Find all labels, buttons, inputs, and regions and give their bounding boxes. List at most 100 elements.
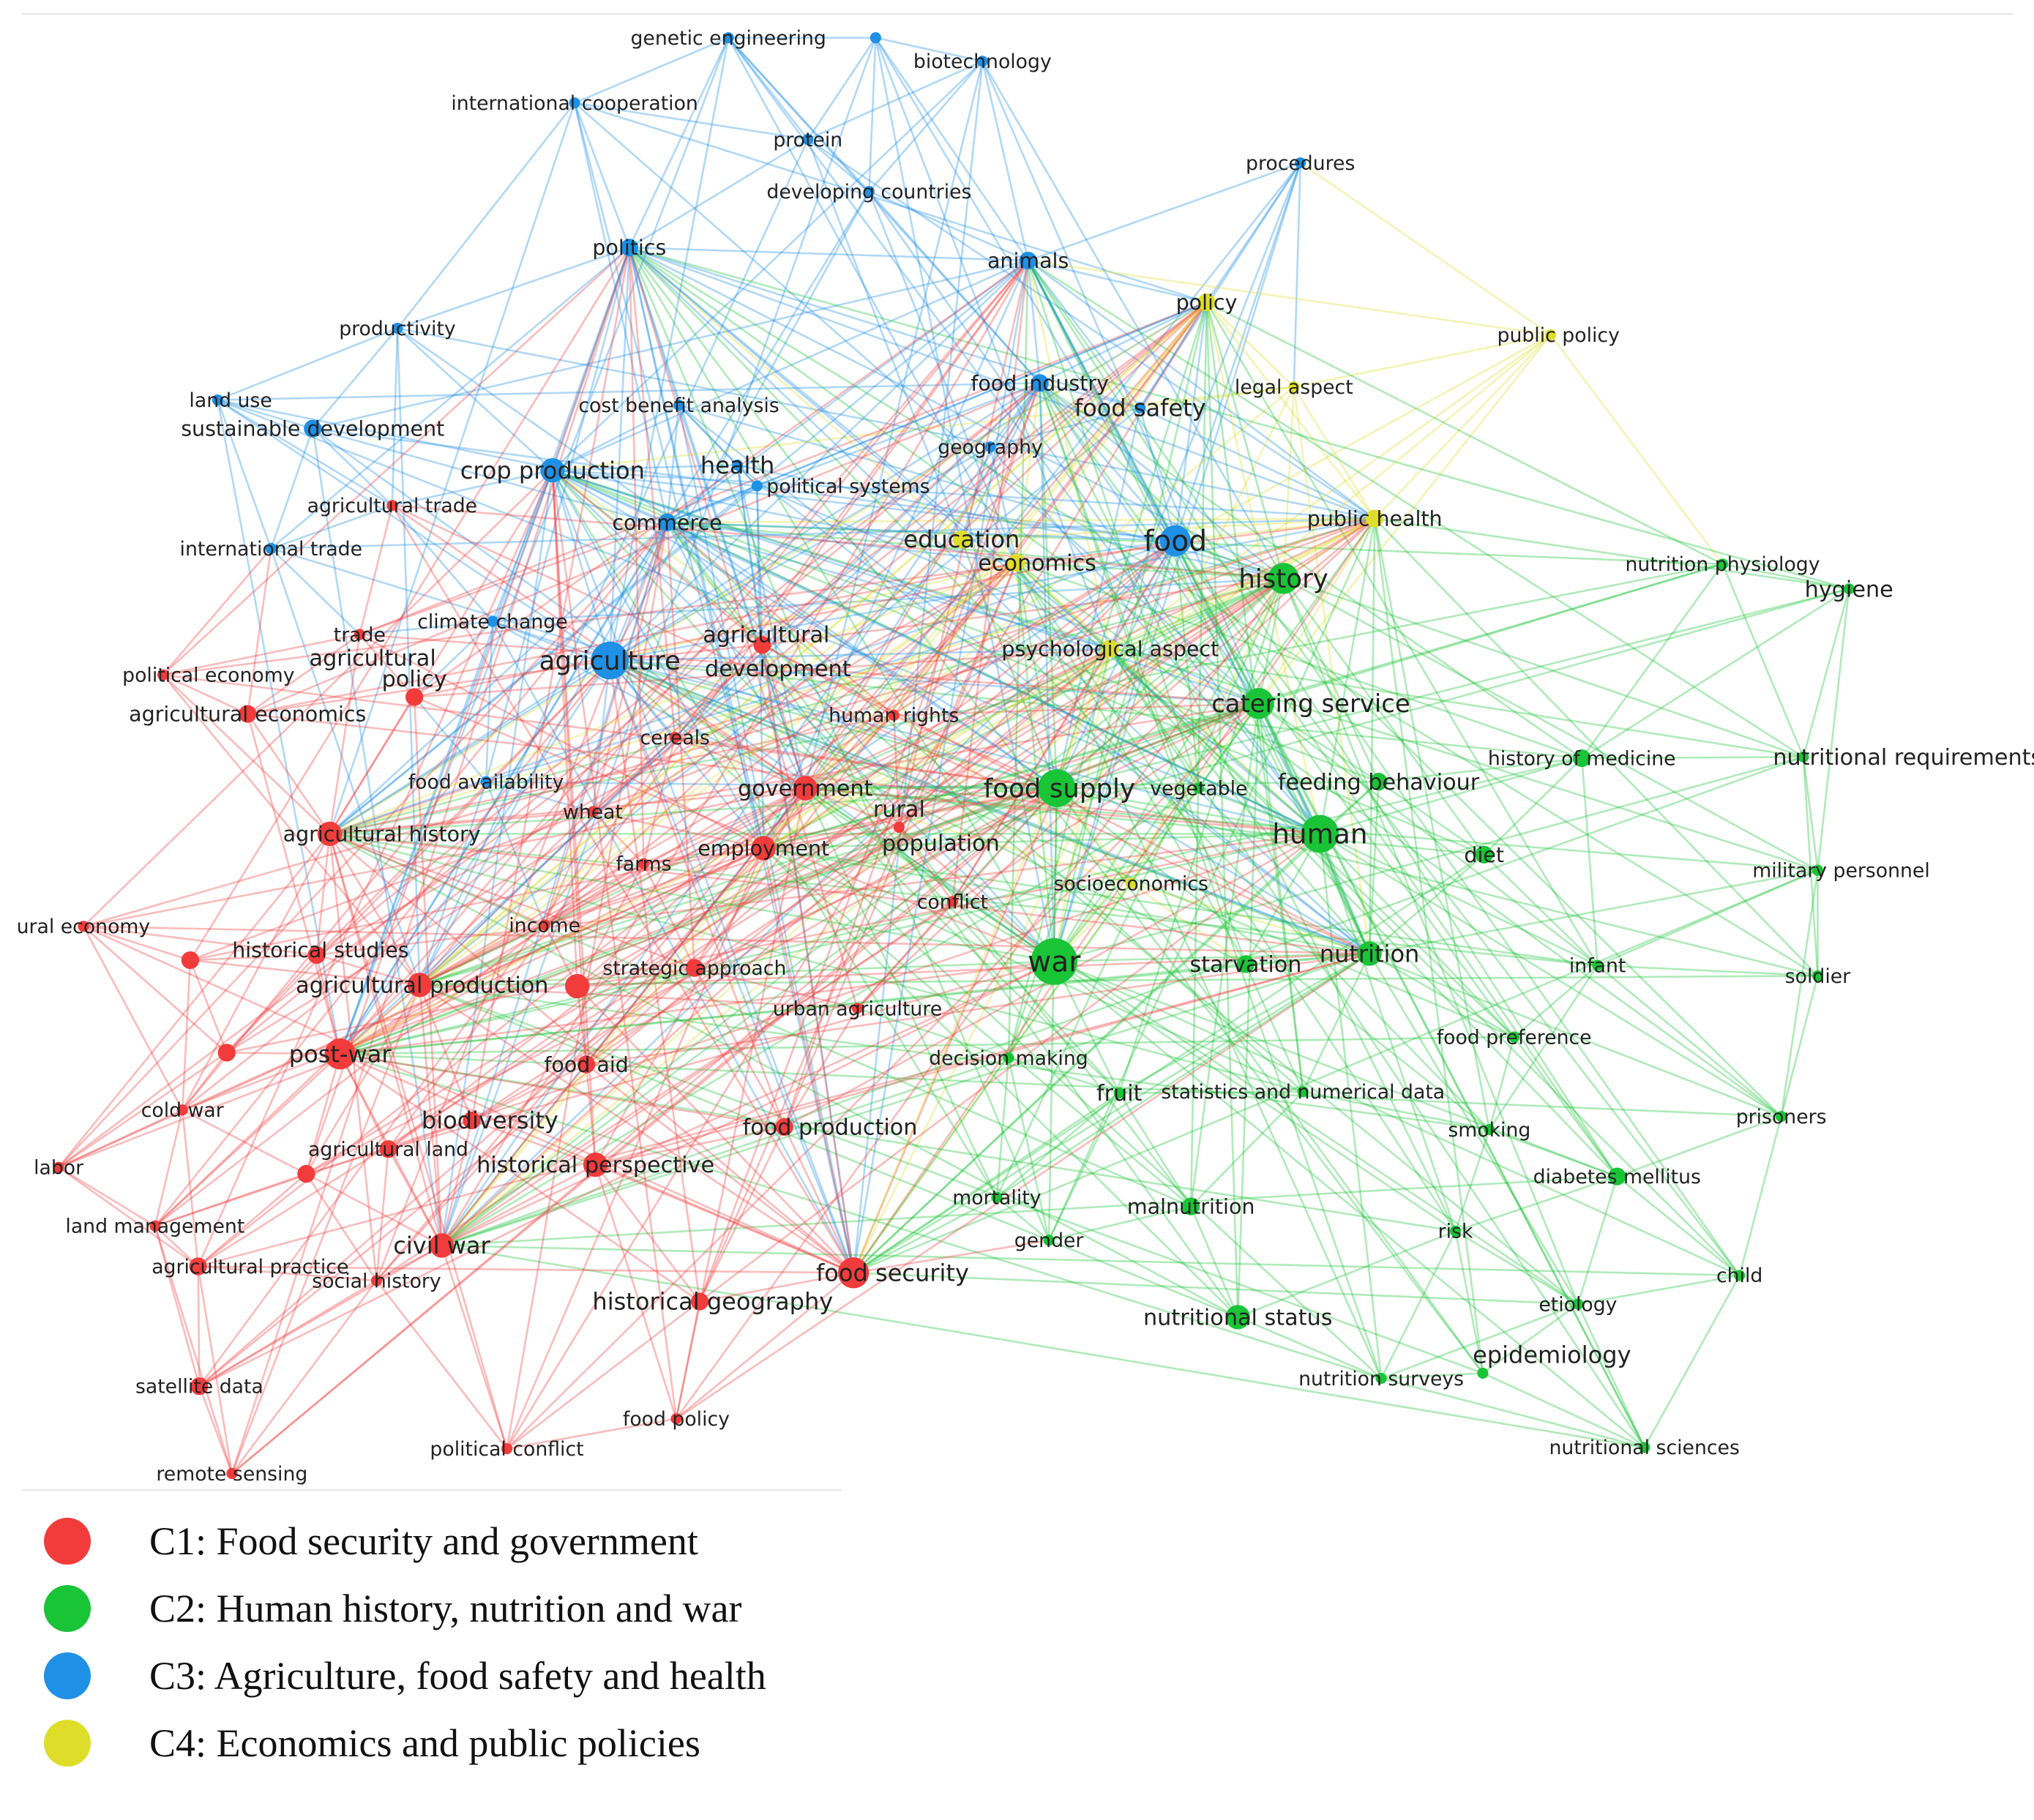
link-line [552, 469, 763, 646]
link-line [375, 703, 1260, 1282]
link-line [576, 787, 807, 987]
node-nutritional-requirements [1798, 751, 1809, 763]
link-line [392, 504, 1284, 580]
link-line [552, 469, 1370, 955]
link-line [609, 191, 870, 662]
link-line [419, 588, 1850, 986]
link-line [441, 648, 1111, 1246]
link-line [1380, 1303, 1579, 1379]
link-line [375, 1280, 508, 1450]
link-line [1319, 834, 1383, 1379]
node-label: agricultural land [308, 1139, 468, 1161]
link-line [552, 259, 1029, 471]
link-line [1373, 518, 1491, 1130]
node-label: genetic engineering [630, 27, 826, 50]
link-line [1802, 757, 1819, 871]
link-line [951, 260, 1029, 902]
link-line [305, 787, 1058, 1175]
link-line [1027, 260, 1260, 704]
link-line [492, 621, 806, 790]
node-label: strategic approach [602, 957, 786, 980]
link-line [805, 787, 1484, 856]
node-history [1268, 563, 1299, 594]
link-line [1056, 787, 1320, 835]
link-line [329, 659, 610, 835]
link-line [609, 659, 765, 849]
node-geography [984, 441, 996, 453]
link-line [990, 446, 1321, 835]
link-line [506, 703, 1260, 1450]
link-line [1721, 563, 1805, 757]
node-infant [1592, 959, 1604, 971]
legend-divider [22, 1489, 842, 1491]
link-line [853, 833, 1321, 1274]
link-line [83, 925, 228, 1054]
link-line [1039, 382, 1176, 542]
link-line [1174, 302, 1208, 541]
node-civil-war [429, 1233, 455, 1258]
node-procedures [1295, 157, 1306, 169]
link-line [783, 382, 1041, 1128]
link-line [329, 485, 758, 835]
link-line [699, 1272, 854, 1303]
link-line [693, 847, 765, 969]
link-line [1027, 259, 1804, 758]
node-label: nutrition [1320, 940, 1420, 967]
link-line [418, 984, 443, 1246]
link-line [1802, 588, 1850, 757]
link-line [387, 539, 1176, 1150]
link-line [1513, 1036, 1618, 1177]
link-line [311, 428, 443, 1246]
link-line [852, 61, 984, 1273]
link-line [1368, 782, 1380, 954]
link-line [875, 37, 983, 62]
link-line [305, 517, 1375, 1175]
link-line [552, 469, 1579, 1306]
link-line [83, 925, 191, 962]
node-label: agricultural practice [152, 1256, 348, 1278]
link-line [678, 404, 758, 487]
node-food [1159, 525, 1191, 556]
link-line [807, 60, 983, 141]
link-line [591, 522, 668, 812]
node-label: agricultural [310, 646, 436, 672]
link-line [1780, 975, 1819, 1117]
link-line [736, 465, 807, 789]
link-line [678, 404, 1370, 955]
link-line [961, 538, 1017, 564]
link-line [585, 1064, 597, 1165]
link-line [951, 540, 1176, 902]
link-line [592, 810, 764, 850]
node-political-economy [157, 669, 169, 681]
link-line [1109, 162, 1301, 650]
cluster-legend: C1: Food security and government C2: Hum… [29, 1508, 849, 1777]
link-line [419, 522, 668, 986]
link-line [1175, 539, 1284, 580]
node-label: food aid [544, 1052, 628, 1076]
link-line [1577, 1176, 1618, 1305]
link-line [329, 833, 854, 1274]
link-line [315, 659, 611, 956]
link-line [1205, 302, 1599, 966]
node-label: policy [382, 667, 447, 692]
node-history-of-medicine [1573, 749, 1591, 768]
link-line [441, 260, 1029, 1246]
link-line [628, 247, 680, 406]
link-line [1007, 261, 1029, 1058]
link-line [1052, 540, 1177, 962]
link-line [678, 404, 739, 466]
node-agricultural-production [407, 973, 432, 997]
node-remote-sensing [226, 1467, 238, 1480]
node-label: crop production [460, 457, 645, 484]
link-line [667, 517, 1375, 524]
link-line [1597, 869, 1818, 967]
link-line [1027, 260, 1141, 409]
link-line [982, 61, 1029, 261]
node-label: feeding behaviour [1278, 770, 1480, 795]
link-line [329, 833, 545, 926]
node-label: food [1144, 525, 1208, 558]
node-post-war [324, 1038, 356, 1070]
link-line [1039, 382, 1285, 580]
node-label: diabetes mellitus [1533, 1166, 1701, 1188]
link-line [162, 673, 248, 715]
